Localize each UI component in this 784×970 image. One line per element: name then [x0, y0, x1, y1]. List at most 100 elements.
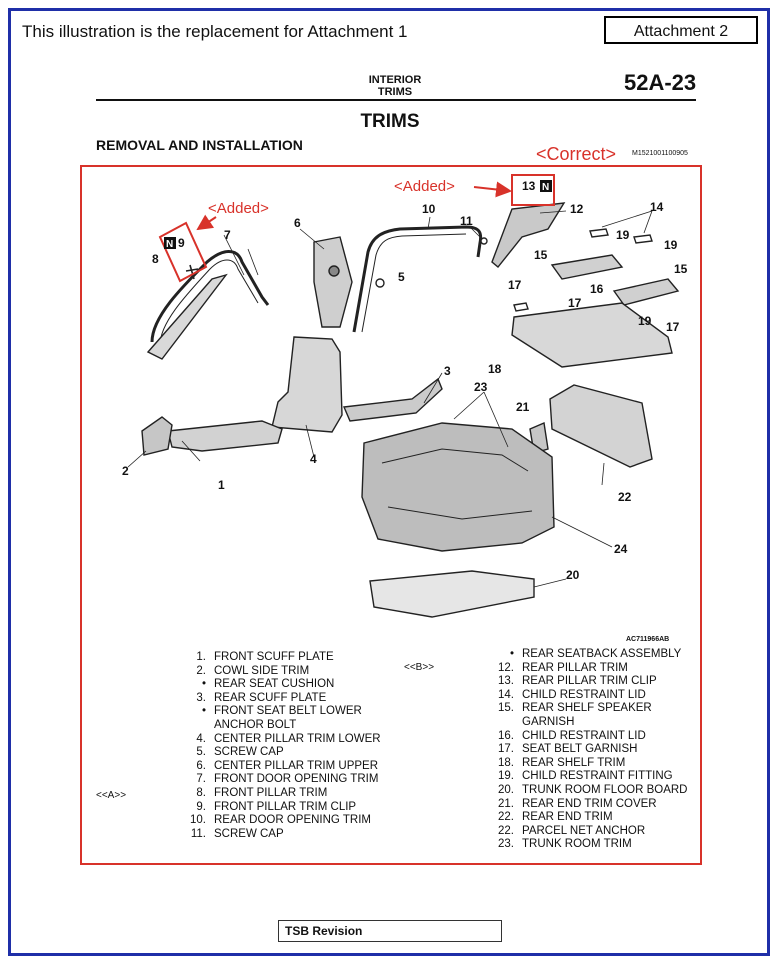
tsb-revision-box: TSB Revision — [278, 920, 502, 942]
list-item: 5.SCREW CAP — [196, 746, 284, 759]
section-title: TRIMS — [360, 111, 420, 132]
list-item: 21.REAR END TRIM COVER — [498, 797, 657, 810]
callout-18: 18 — [488, 362, 502, 376]
list-item: 3.REAR SCUFF PLATE — [196, 691, 327, 704]
added-annotation-left: <Added> — [208, 200, 269, 217]
callout-16: 16 — [590, 282, 604, 296]
parts-list-left: 1.FRONT SCUFF PLATE 2.COWL SIDE TRIM •RE… — [176, 651, 381, 841]
list-item: 19.CHILD RESTRAINT FITTING — [498, 770, 673, 783]
callout-4: 4 — [310, 452, 317, 466]
header-rule — [96, 99, 696, 101]
rear-door-opening-trim-shape — [352, 225, 483, 333]
tag-a: <<A>> — [96, 790, 127, 801]
callout-2: 2 — [122, 464, 129, 478]
list-item: 14.CHILD RESTRAINT LID — [498, 688, 646, 701]
list-item: 7.FRONT DOOR OPENING TRIM — [196, 773, 379, 786]
rear-pillar-trim-shape — [491, 202, 566, 268]
list-item: 20.TRUNK ROOM FLOOR BOARD — [498, 783, 688, 796]
front-pillar-trim-shape — [146, 273, 228, 360]
callout-20: 20 — [566, 568, 580, 582]
callout-8: 8 — [152, 252, 159, 266]
list-item: GARNISH — [522, 715, 575, 728]
callout-19b: 19 — [664, 238, 678, 252]
list-item: •REAR SEATBACK ASSEMBLY — [509, 648, 682, 660]
correct-annotation: <Correct> — [536, 144, 617, 164]
callout-7: 7 — [224, 228, 231, 242]
list-item: 9.FRONT PILLAR TRIM CLIP — [196, 800, 357, 813]
center-pillar-upper-shape — [313, 236, 353, 328]
trunk-room-trim-shape — [361, 422, 555, 552]
callout-1: 1 — [218, 478, 225, 492]
figure-ref-top: M1521001100905 — [632, 150, 688, 157]
callout-21: 21 — [516, 400, 530, 414]
list-item: 18.REAR SHELF TRIM — [498, 756, 626, 769]
list-item: 17.SEAT BELT GARNISH — [498, 743, 638, 756]
center-pillar-lower-shape — [271, 336, 343, 433]
list-item: 22.PARCEL NET ANCHOR — [498, 824, 646, 837]
callout-19a: 19 — [616, 228, 630, 242]
callout-17b: 17 — [568, 296, 582, 310]
callout-23: 23 — [474, 380, 488, 394]
list-item: 2.COWL SIDE TRIM — [196, 664, 310, 677]
callout-10: 10 — [422, 202, 436, 216]
front-door-opening-trim-shape — [150, 250, 270, 343]
list-item: 23.TRUNK ROOM TRIM — [498, 838, 632, 851]
list-item: •FRONT SEAT BELT LOWER — [201, 705, 362, 718]
list-item: 11.SCREW CAP — [190, 827, 284, 840]
added-box-rear-pillar-clip — [511, 174, 555, 206]
callout-14: 14 — [650, 200, 664, 214]
callout-6: 6 — [294, 216, 301, 230]
list-item: 10.REAR DOOR OPENING TRIM — [190, 814, 371, 827]
exploded-parts-diagram: <Added> <Added> N N 1 2 3 4 5 6 7 8 9 10… — [122, 174, 688, 618]
parts-list-right: •REAR SEATBACK ASSEMBLY 12.REAR PILLAR T… — [484, 648, 687, 852]
speaker-garnish-right-shape — [612, 278, 680, 306]
callout-12: 12 — [570, 202, 584, 216]
page-number: 52A-23 — [624, 70, 697, 95]
list-item: 16.CHILD RESTRAINT LID — [498, 729, 646, 742]
callout-15b: 15 — [674, 262, 688, 276]
screw-cap-5-shape — [375, 278, 385, 288]
intro-note: This illustration is the replacement for… — [22, 22, 408, 41]
rear-shelf-trim-shape — [511, 302, 673, 368]
cowl-side-trim-shape — [141, 416, 173, 456]
added-annotation-top: <Added> — [394, 178, 455, 195]
red-correction-box — [80, 165, 702, 865]
callout-24: 24 — [614, 542, 628, 556]
page-border — [8, 8, 770, 956]
callout-19c: 19 — [638, 314, 652, 328]
figure-ref-bottom: AC711966AB — [626, 636, 670, 643]
subheading: REMOVAL AND INSTALLATION — [96, 137, 303, 153]
rear-end-trim-shape — [549, 384, 653, 468]
trunk-floor-board-shape — [369, 570, 535, 618]
section-line-1: INTERIOR — [368, 74, 422, 86]
list-item: 8.FRONT PILLAR TRIM — [196, 786, 328, 799]
list-item: •REAR SEAT CUSHION — [201, 678, 335, 691]
list-item: 13.REAR PILLAR TRIM CLIP — [498, 675, 657, 688]
callout-15a: 15 — [534, 248, 548, 262]
list-item: 15.REAR SHELF SPEAKER — [498, 702, 652, 715]
callout-11: 11 — [460, 214, 473, 228]
callout-13: 13 — [522, 179, 536, 193]
speaker-garnish-left-shape — [550, 254, 624, 280]
list-item: 4.CENTER PILLAR TRIM LOWER — [196, 732, 381, 745]
callout-22: 22 — [618, 490, 632, 504]
section-line-2: TRIMS — [377, 86, 413, 98]
list-item: 12.REAR PILLAR TRIM — [498, 661, 628, 674]
list-item: 22.REAR END TRIM — [498, 811, 613, 824]
callout-3: 3 — [444, 364, 451, 378]
list-item: ANCHOR BOLT — [214, 718, 297, 731]
callout-5: 5 — [398, 270, 405, 284]
tag-b: <<B>> — [404, 662, 435, 673]
rear-scuff-plate-shape — [342, 377, 443, 422]
pillar-clip-shape — [185, 264, 199, 280]
front-scuff-plate-shape — [167, 420, 283, 452]
section-heading: INTERIOR TRIMS — [350, 74, 440, 98]
attachment-label: Attachment 2 — [604, 16, 758, 44]
list-item: 6.CENTER PILLAR TRIM UPPER — [196, 759, 379, 772]
list-item: 1.FRONT SCUFF PLATE — [196, 651, 334, 663]
n-badge-9: N — [166, 239, 173, 250]
added-box-front-pillar-clip — [158, 221, 208, 283]
callout-9: 9 — [178, 236, 185, 250]
n-badge-13: N — [542, 182, 549, 193]
callout-17a: 17 — [508, 278, 522, 292]
